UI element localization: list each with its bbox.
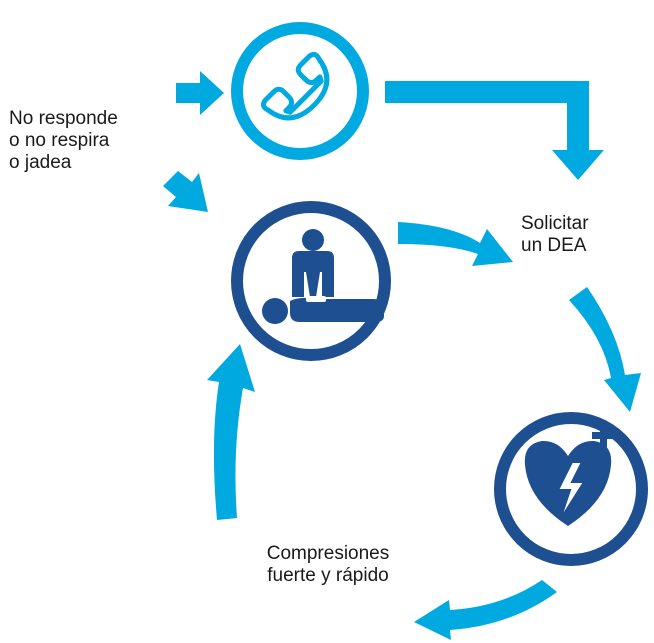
cpr-step xyxy=(231,201,391,361)
aed-heart-icon xyxy=(524,424,615,526)
arrow-aed-request-to-aed xyxy=(569,287,641,412)
phone-circle xyxy=(231,22,369,160)
arrow-to-phone xyxy=(176,71,224,115)
arrow-compressions-to-cpr xyxy=(207,344,255,520)
label-compressions: Compresiones fuerte y rápido xyxy=(266,543,390,586)
arrow-cpr-to-aed-request xyxy=(398,222,513,266)
label-unresponsive: No responde o no respira o jadea xyxy=(9,108,118,173)
arrow-aed-to-compressions xyxy=(414,580,557,640)
cpr-icon xyxy=(262,229,384,324)
arrow-to-cpr xyxy=(163,171,208,212)
phone-step xyxy=(231,22,369,160)
aed-step xyxy=(494,412,648,566)
arrow-phone-to-aed-request xyxy=(385,81,604,180)
label-request-aed: Solicitar un DEA xyxy=(521,213,589,256)
phone-icon xyxy=(260,51,330,121)
